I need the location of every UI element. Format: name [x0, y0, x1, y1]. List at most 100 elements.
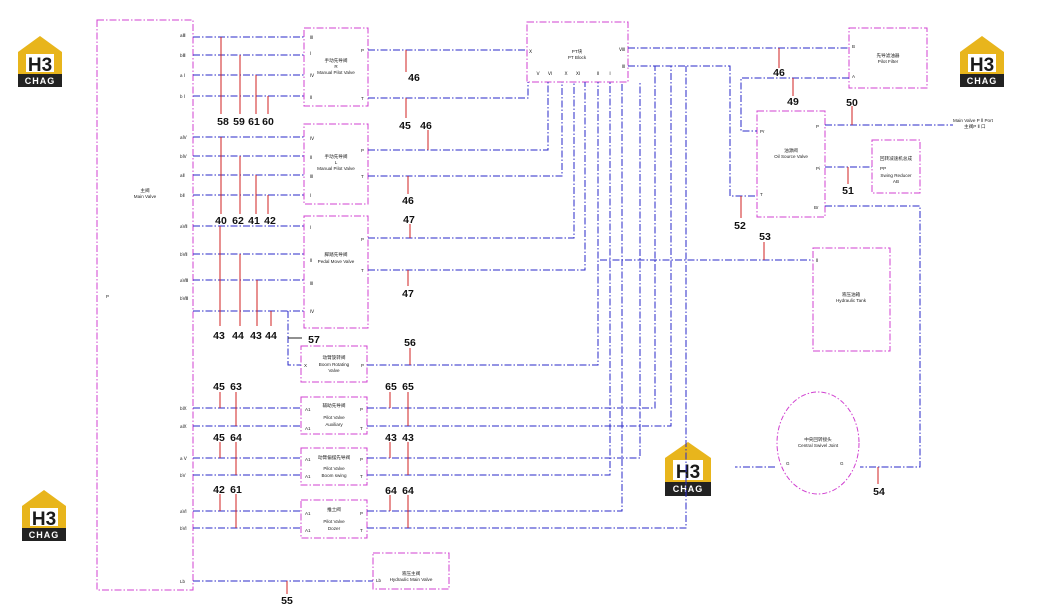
svg-text:PT块: PT块 [572, 48, 583, 55]
svg-text:Main Valve P Ⅱ Port: Main Valve P Ⅱ Port [953, 118, 994, 123]
svg-text:Ⅰ: Ⅰ [310, 193, 311, 198]
svg-text:Pedal Move Valve: Pedal Move Valve [318, 259, 355, 264]
svg-text:G: G [840, 461, 844, 466]
svg-text:54: 54 [873, 486, 885, 498]
svg-text:aⅥ: aⅥ [180, 509, 188, 514]
svg-text:62: 62 [232, 215, 244, 227]
svg-text:59: 59 [233, 116, 245, 128]
svg-text:40: 40 [215, 215, 227, 227]
oil-source-valve: 油源阀 Oil Source Valve Pr P T Pi Br [756, 110, 826, 218]
svg-text:H3: H3 [32, 509, 56, 530]
svg-text:A1: A1 [305, 474, 311, 479]
svg-text:手动先导阀: 手动先导阀 [325, 153, 348, 160]
svg-text:CHAG: CHAG [967, 76, 998, 86]
svg-text:辅助先导阀: 辅助先导阀 [323, 402, 346, 409]
svg-text:PT Block: PT Block [568, 55, 587, 60]
pilot-filter: 先导滤油器 Pilot Filter B A [848, 27, 928, 89]
svg-text:P: P [360, 511, 363, 516]
svg-text:51: 51 [842, 185, 854, 197]
svg-text:bⅨ: bⅨ [180, 406, 188, 411]
svg-text:X: X [304, 363, 307, 368]
svg-text:65: 65 [402, 381, 414, 393]
svg-text:Ⅹ: Ⅹ [564, 71, 568, 76]
svg-text:Hydraulic Tank: Hydraulic Tank [836, 298, 867, 303]
central-swivel-joint: 中央回转接头 Central Swivel Joint G G [776, 391, 860, 495]
svg-text:动臂旋转阀: 动臂旋转阀 [323, 354, 346, 361]
svg-text:Pilot Valve: Pilot Valve [323, 415, 345, 420]
svg-text:P: P [361, 363, 364, 368]
svg-text:R: R [334, 64, 338, 69]
svg-text:A1: A1 [305, 457, 311, 462]
svg-text:Manual Pilot Valve: Manual Pilot Valve [317, 166, 355, 171]
svg-text:Pi: Pi [816, 166, 820, 171]
svg-text:A1: A1 [305, 511, 311, 516]
svg-text:主阀P Ⅱ 口: 主阀P Ⅱ 口 [964, 123, 986, 130]
svg-text:bⅧ: bⅧ [180, 296, 190, 301]
svg-text:bⅡ: bⅡ [180, 193, 185, 198]
svg-text:Ⅴ: Ⅴ [536, 71, 540, 76]
svg-text:aⅡ: aⅡ [180, 173, 185, 178]
logo-top-left: H3 CHAG [18, 36, 62, 87]
svg-text:Main Valve: Main Valve [134, 194, 157, 199]
pilot-valve-auxiliary: 辅助先导阀 Pilot Valve Auxiliary A1 A1 P T [300, 396, 368, 435]
svg-text:P: P [360, 407, 363, 412]
svg-text:65: 65 [385, 381, 397, 393]
svg-text:46: 46 [773, 67, 785, 79]
svg-text:56: 56 [404, 337, 416, 349]
svg-text:47: 47 [403, 214, 415, 226]
svg-text:Ⅳ: Ⅳ [310, 73, 315, 78]
main-valve-ports: aⅢ bⅢ a Ⅰ b Ⅰ aⅣ bⅣ aⅡ bⅡ aⅦ bⅦ aⅧ bⅧ bⅨ… [180, 33, 190, 584]
svg-text:A1: A1 [305, 407, 311, 412]
svg-text:油源阀: 油源阀 [784, 147, 798, 154]
svg-text:B: B [852, 44, 855, 49]
manual-pilot-valve-l: 手动先导阀 L Manual Pilot Valve Ⅳ Ⅱ Ⅲ Ⅰ P T [303, 123, 369, 205]
svg-text:Pr: Pr [760, 129, 765, 134]
svg-text:44: 44 [232, 330, 244, 342]
svg-text:aⅦ: aⅦ [180, 224, 189, 229]
svg-text:先导滤油器: 先导滤油器 [877, 52, 900, 59]
svg-text:P: P [361, 48, 364, 53]
svg-text:46: 46 [402, 195, 414, 207]
svg-text:Auxiliary: Auxiliary [325, 422, 343, 427]
svg-text:中央回转接头: 中央回转接头 [804, 436, 832, 443]
svg-text:a Ⅴ: a Ⅴ [180, 456, 188, 461]
svg-text:T: T [360, 474, 363, 479]
svg-text:P: P [106, 294, 109, 299]
svg-text:43: 43 [213, 330, 225, 342]
svg-text:Ⅳ: Ⅳ [310, 136, 315, 141]
svg-text:G: G [786, 461, 790, 466]
svg-text:b Ⅰ: b Ⅰ [180, 94, 185, 99]
svg-text:Ⅳ: Ⅳ [310, 309, 315, 314]
svg-text:Ⅰ: Ⅰ [310, 225, 311, 230]
svg-text:T: T [361, 96, 364, 101]
svg-text:55: 55 [281, 595, 293, 607]
logo-center: H3 CHAG [665, 442, 711, 496]
svg-text:A1: A1 [305, 426, 311, 431]
svg-text:Br: Br [814, 205, 819, 210]
svg-text:Oil Source Valve: Oil Source Valve [774, 154, 808, 159]
svg-text:61: 61 [230, 484, 242, 496]
svg-text:47: 47 [402, 288, 414, 300]
svg-text:46: 46 [420, 120, 432, 132]
svg-text:Manual Pilot Valve: Manual Pilot Valve [317, 70, 355, 75]
svg-text:Hydraulic Main Valve: Hydraulic Main Valve [390, 577, 433, 582]
hydraulic-tank: 液压油箱 Hydraulic Tank Ⅱ [812, 247, 891, 352]
svg-text:A1: A1 [305, 528, 311, 533]
svg-text:T: T [361, 174, 364, 179]
svg-text:aⅨ: aⅨ [180, 424, 188, 429]
svg-text:Ⅰ: Ⅰ [310, 51, 311, 56]
svg-text:T: T [360, 528, 363, 533]
svg-text:Ⅵ: Ⅵ [548, 71, 553, 76]
svg-text:Ⅱ: Ⅱ [310, 95, 312, 100]
svg-text:A: A [852, 74, 855, 79]
main-valve-p2-label: Main Valve P Ⅱ Port 主阀P Ⅱ 口 [953, 118, 994, 130]
svg-text:58: 58 [217, 116, 229, 128]
svg-text:H3: H3 [676, 462, 700, 483]
svg-text:T: T [360, 426, 363, 431]
svg-text:bⅢ: bⅢ [180, 53, 186, 58]
svg-text:Ⅱ: Ⅱ [310, 155, 312, 160]
svg-text:AB: AB [893, 179, 899, 184]
svg-text:Lb: Lb [180, 579, 186, 584]
pt-block: PT块 PT Block Ⅹ Ⅷ Ⅴ Ⅵ Ⅹ Ⅺ Ⅱ Ⅰ Ⅲ [526, 21, 629, 83]
boom-rotating-valve: 动臂旋转阀 Boom Rotating Valve X P [300, 345, 368, 383]
